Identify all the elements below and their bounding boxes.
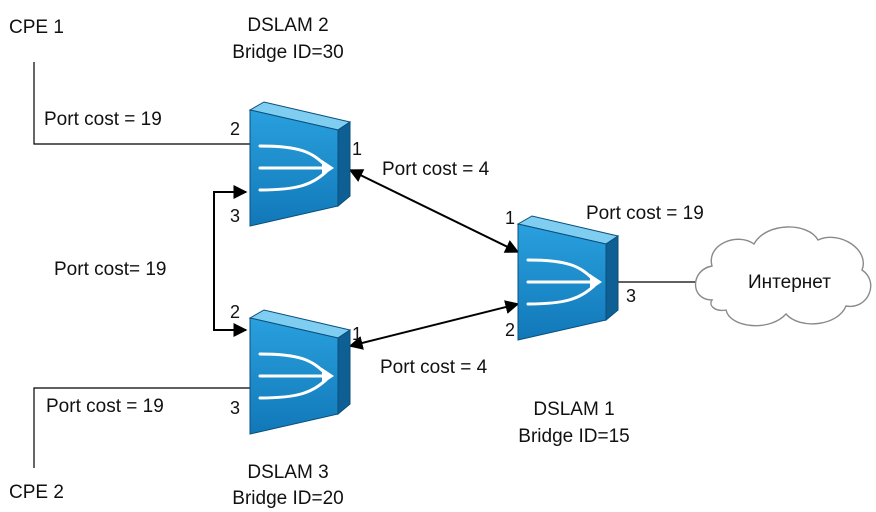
dslam2-switch-icon bbox=[248, 100, 352, 228]
dslam1-port-1: 1 bbox=[505, 208, 516, 228]
d2-d3-link bbox=[213, 185, 248, 337]
d2-d1-port-cost: Port cost = 4 bbox=[382, 159, 490, 180]
dslam1-port-2: 2 bbox=[505, 320, 516, 340]
internet-cloud-icon bbox=[695, 226, 872, 327]
dslam2-port-1: 1 bbox=[352, 139, 363, 159]
d2-d1-link bbox=[348, 169, 520, 253]
dslam1-port-3: 3 bbox=[626, 286, 637, 306]
dslam1-name: DSLAM 1 bbox=[533, 399, 615, 420]
d3-d1-link bbox=[348, 300, 520, 350]
dslam2-bridge-id: Bridge ID=30 bbox=[232, 42, 344, 63]
cpe2-label: CPE 2 bbox=[9, 482, 64, 503]
d1-internet-port-cost: Port cost = 19 bbox=[586, 203, 704, 224]
cpe1-link bbox=[33, 62, 250, 145]
cpe2-link bbox=[33, 387, 250, 468]
cpe1-port-cost: Port cost = 19 bbox=[44, 109, 162, 130]
d2-d3-port-cost: Port cost= 19 bbox=[54, 259, 167, 280]
dslam3-name: DSLAM 3 bbox=[247, 462, 329, 483]
d3-d1-port-cost: Port cost = 4 bbox=[380, 357, 488, 378]
dslam2-port-3: 3 bbox=[230, 206, 241, 226]
dslam3-switch-icon bbox=[248, 308, 352, 436]
cpe2-port-cost: Port cost = 19 bbox=[46, 396, 164, 417]
dslam1-bridge-id: Bridge ID=15 bbox=[518, 426, 630, 447]
dslam2-name: DSLAM 2 bbox=[247, 15, 329, 36]
dslam3-port-1: 1 bbox=[352, 324, 363, 344]
cpe1-label: CPE 1 bbox=[9, 17, 64, 38]
dslam3-port-2: 2 bbox=[230, 302, 241, 322]
dslam2-port-2: 2 bbox=[230, 119, 241, 139]
dslam3-bridge-id: Bridge ID=20 bbox=[232, 488, 344, 509]
internet-label: Интернет bbox=[748, 272, 831, 293]
dslam1-switch-icon bbox=[516, 214, 620, 342]
dslam3-port-3: 3 bbox=[230, 398, 241, 418]
